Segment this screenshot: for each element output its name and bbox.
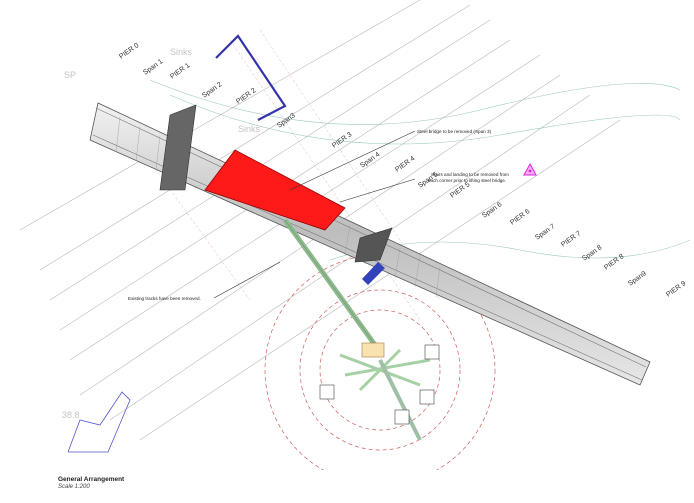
tracks-note: Existing tracks have been removed.: [128, 296, 201, 301]
pier-8-label: PIER 8: [603, 253, 625, 272]
span-3-label: Span3: [276, 112, 297, 129]
pier-3-label: PIER 3: [331, 131, 353, 150]
span-3-steel-bridge: [204, 149, 346, 231]
pier-7-label: PIER 7: [560, 230, 582, 249]
stair-structure-east: [354, 227, 393, 263]
pier-5-label: PIER 5: [449, 181, 471, 200]
site-boundary-line: [215, 34, 287, 121]
boundary-outline-lower: [67, 391, 131, 453]
stairs-note-line-1: Stairs and landing to be removed from: [431, 172, 509, 177]
ghost-text-sinks-2: Sinks: [238, 124, 261, 134]
stairs-note-line-2: each corner prior to lifting steel bridg…: [428, 178, 506, 183]
pier-6-label: PIER 6: [509, 208, 531, 227]
ghost-text-sinks-1: Sinks: [170, 47, 193, 57]
drawing-caption: General Arrangement Scale 1:200: [58, 476, 124, 491]
outrigger-pads: [319, 344, 440, 425]
pier-2-label: PIER 2: [235, 87, 257, 106]
warning-icon: [523, 162, 537, 176]
pier-1-label: PIER 1: [169, 62, 191, 81]
general-arrangement-drawing: [19, 0, 691, 470]
ghost-text-level: 38.8: [62, 410, 80, 420]
caption-scale: Scale 1:200: [58, 483, 90, 490]
span-4-label: Span 4: [359, 151, 381, 170]
span-1-label: Span 1: [142, 58, 164, 77]
stair-structure-west: [159, 104, 197, 191]
pier-0-label: PIER 0: [118, 42, 140, 61]
caption-title: General Arrangement: [58, 476, 125, 483]
steel-bridge-note: Steel bridge to be removed (Span 3): [417, 129, 492, 134]
drawing-labels: Sinks Sinks SP 38.8 PIER 0 PIER 1 PIER 2…: [62, 42, 687, 420]
span-2-label: Span 2: [201, 81, 223, 100]
annotation-leaders: [213, 130, 416, 299]
span-6-label: Span 6: [481, 201, 503, 220]
pier-4-label: PIER 4: [394, 155, 416, 174]
span-7-label: Span 7: [534, 223, 556, 242]
lift-direction-arrow: [362, 262, 385, 285]
mobile-crane: [282, 218, 431, 441]
pier-9-label: PIER 9: [665, 280, 687, 299]
ghost-text-sp: SP: [64, 70, 76, 80]
span-8-label: Span 8: [581, 244, 603, 263]
span-9-label: Span9: [627, 270, 648, 287]
